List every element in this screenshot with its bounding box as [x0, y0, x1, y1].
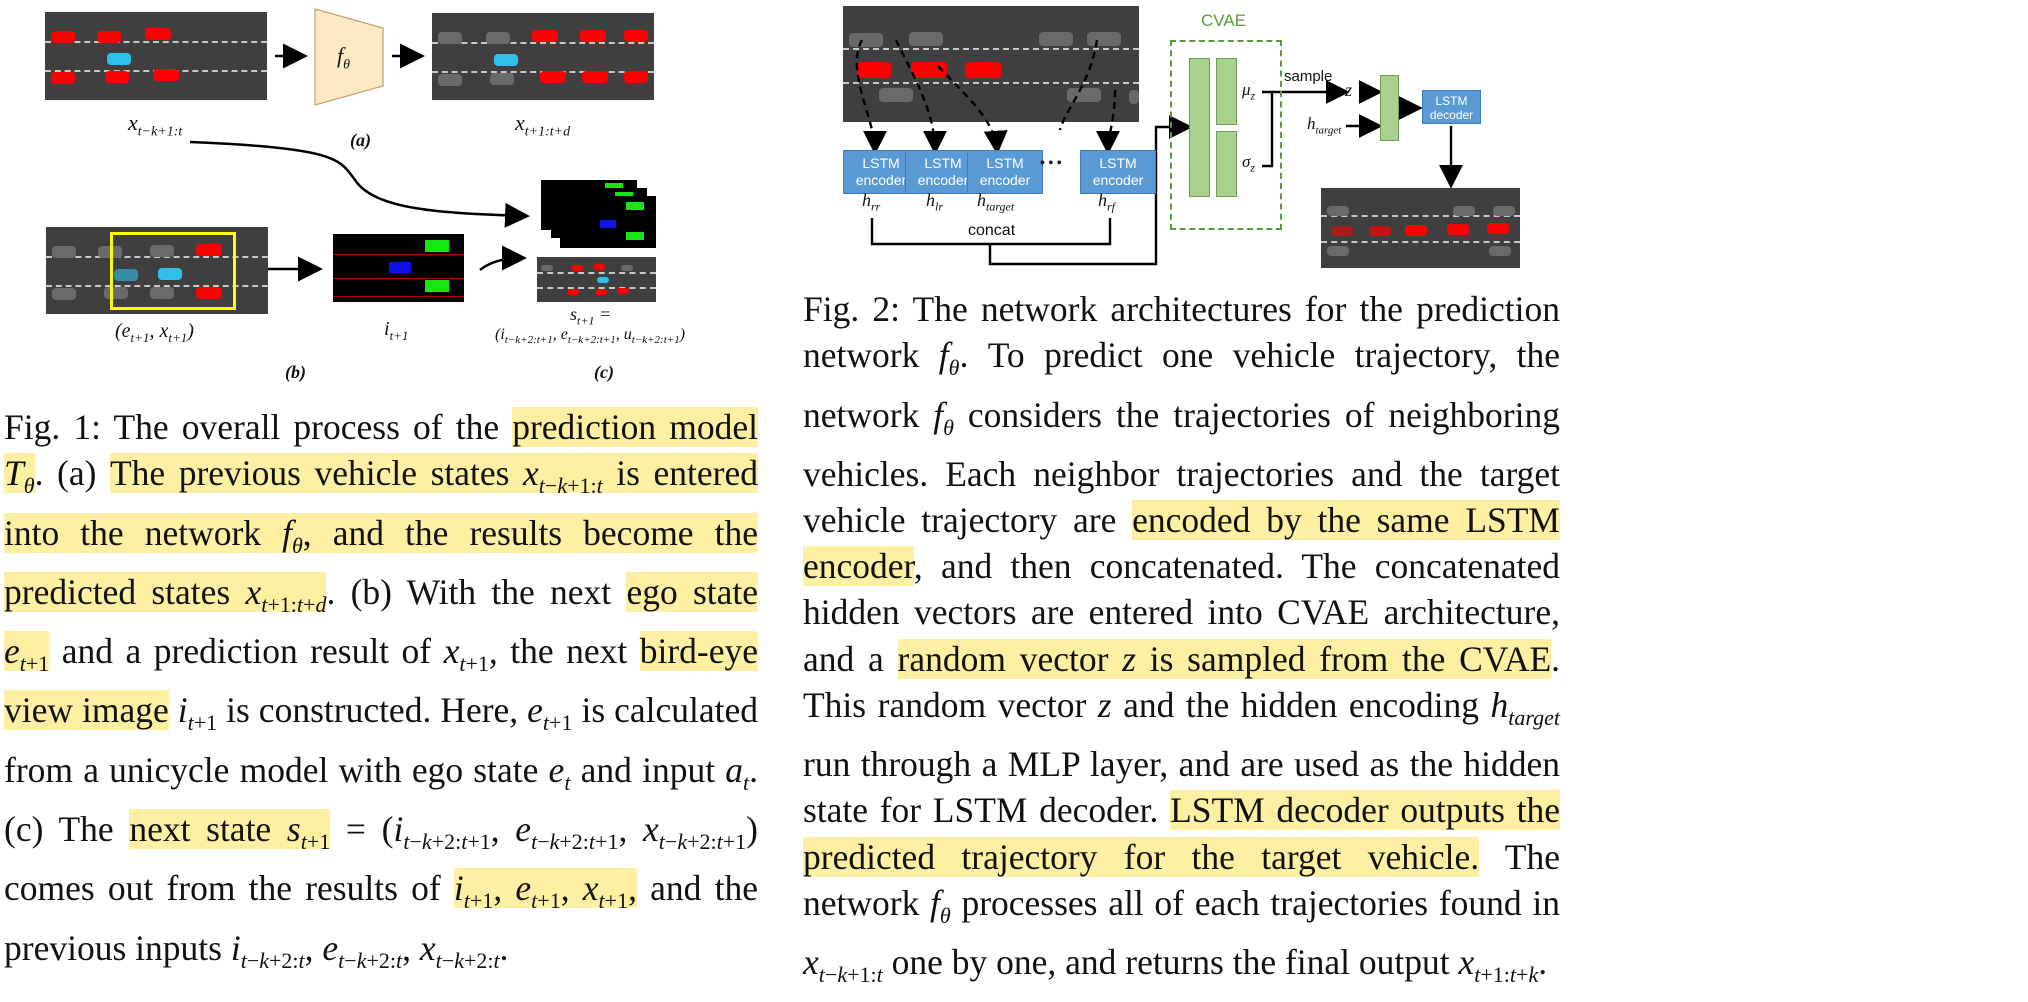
ex-label: (et+1, xt+1): [115, 320, 194, 345]
s-label: st+1 =: [570, 304, 612, 328]
concat-label: concat: [968, 222, 1016, 239]
ego-crop-box: [110, 232, 236, 310]
fig1-caption: Fig. 1: The overall process of the predi…: [4, 407, 759, 973]
road-scene-prediction: [1321, 188, 1520, 268]
h-rf-label: hrf: [1098, 190, 1116, 214]
road-scene-ego: [46, 227, 268, 314]
h-rr-label: hrr: [862, 190, 881, 214]
cvae-label: CVAE: [1201, 11, 1247, 30]
z-label: z: [1345, 80, 1353, 100]
road-scene-output: [432, 13, 654, 100]
ellipsis: • • •: [1040, 156, 1062, 171]
sample-label: sample: [1284, 68, 1333, 85]
road-scene-input: [45, 12, 267, 100]
i-label: it+1: [384, 318, 409, 343]
h-lr-label: hlr: [926, 190, 944, 214]
cvae-encoder-layer: [1189, 58, 1210, 197]
fig2-connectors: [855, 39, 1463, 266]
panel-c-label: (c): [594, 362, 614, 382]
fig2-caption: Fig. 2: The network architectures for th…: [803, 289, 1561, 988]
h-target-label: htarget: [977, 190, 1015, 214]
s-label-line2: (it−k+2:t+1, et−k+2:t+1, ut−k+2:t+1): [495, 326, 686, 347]
cvae-box: [1170, 40, 1282, 230]
panel-a-label: (a): [350, 130, 371, 150]
mlp-layer: [1380, 75, 1399, 141]
sigma-label: σz: [1242, 152, 1256, 175]
panel-b-label: (b): [285, 362, 306, 382]
bird-eye-view-image: [333, 234, 464, 302]
f-theta-label: fθ: [337, 43, 351, 73]
mu-label: μz: [1242, 80, 1256, 103]
road-scene-next: [537, 257, 656, 302]
mu-layer: [1216, 58, 1237, 125]
fig1-arrows: [189, 8, 530, 282]
htarget-input-label: htarget: [1307, 114, 1342, 137]
x-input-label: xt−k+1:t: [128, 110, 183, 140]
sigma-layer: [1216, 131, 1237, 197]
x-output-label: xt+1:t+d: [515, 110, 571, 140]
